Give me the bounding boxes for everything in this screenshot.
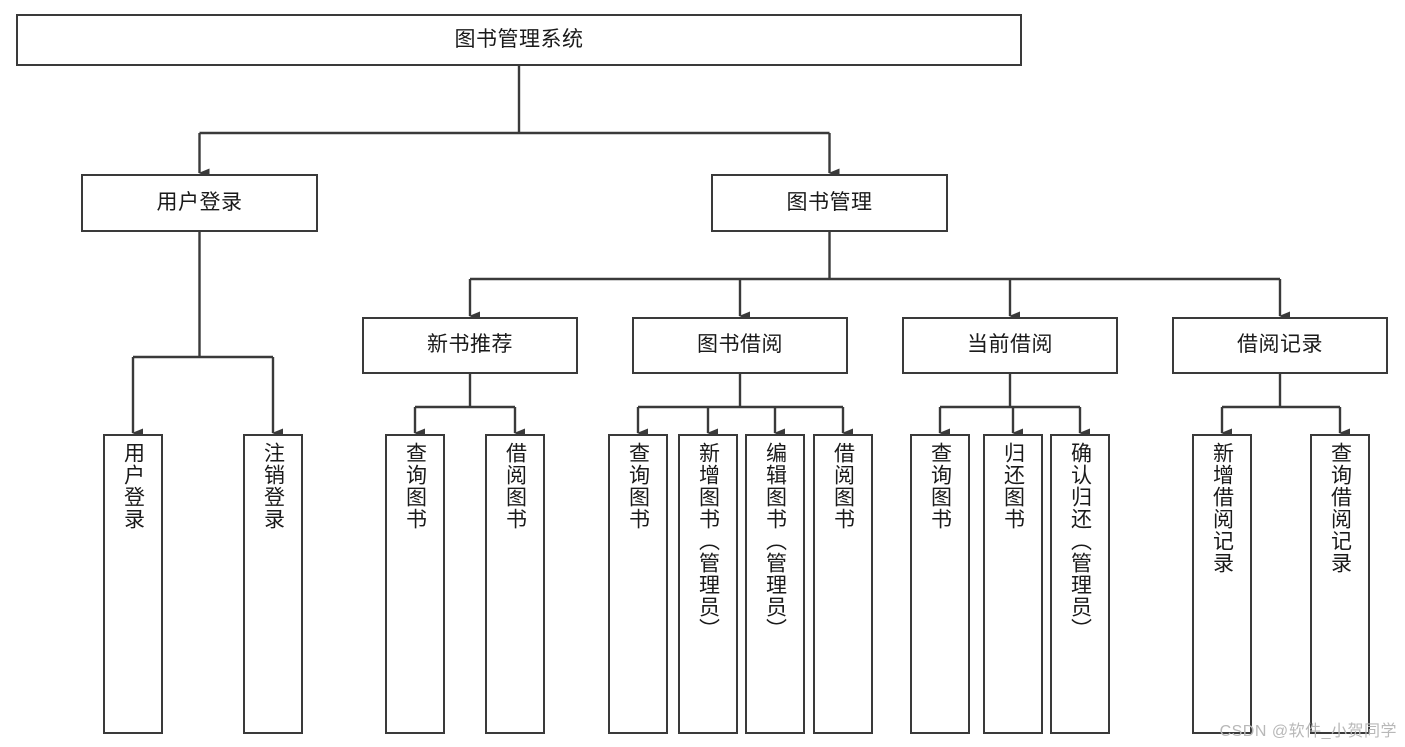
node-label: 图书管理 (786, 190, 873, 214)
node-label: 新增图书（管理员） (696, 442, 720, 640)
node-label: 查询借阅记录 (1328, 442, 1352, 574)
node-leaf-query-borrow-record[interactable]: 查询借阅记录 (1310, 434, 1370, 734)
node-book-manage[interactable]: 图书管理 (711, 174, 948, 232)
node-label: 图书管理系统 (454, 27, 584, 51)
node-label: 查询图书 (403, 442, 427, 530)
node-label: 当前借阅 (967, 333, 1053, 357)
node-leaf-borrow-book-rec[interactable]: 借阅图书 (485, 434, 545, 734)
node-borrow-record[interactable]: 借阅记录 (1172, 317, 1388, 374)
node-root[interactable]: 图书管理系统 (16, 14, 1022, 66)
node-label: 新增借阅记录 (1210, 442, 1234, 574)
node-book-borrow[interactable]: 图书借阅 (632, 317, 848, 374)
node-leaf-edit-book[interactable]: 编辑图书（管理员） (745, 434, 805, 734)
node-label: 查询图书 (626, 442, 650, 530)
edge-group (131, 66, 1350, 438)
node-label: 借阅记录 (1237, 333, 1323, 357)
node-leaf-query-book-rec[interactable]: 查询图书 (385, 434, 445, 734)
watermark-text: CSDN @软件_小贺同学 (1219, 723, 1397, 740)
node-leaf-user-login[interactable]: 用户登录 (103, 434, 163, 734)
node-leaf-user-logout[interactable]: 注销登录 (243, 434, 303, 734)
node-label: 借阅图书 (831, 442, 855, 530)
node-label: 借阅图书 (503, 442, 527, 530)
node-leaf-add-borrow-record[interactable]: 新增借阅记录 (1192, 434, 1252, 734)
node-label: 确认归还（管理员） (1068, 442, 1092, 640)
node-new-book-recommend[interactable]: 新书推荐 (362, 317, 578, 374)
node-label: 编辑图书（管理员） (763, 442, 787, 640)
node-leaf-return-book[interactable]: 归还图书 (983, 434, 1043, 734)
node-label: 注销登录 (261, 442, 285, 530)
node-label: 用户登录 (121, 442, 145, 530)
node-leaf-borrow-book[interactable]: 借阅图书 (813, 434, 873, 734)
node-leaf-query-book-borrow[interactable]: 查询图书 (608, 434, 668, 734)
node-leaf-add-book[interactable]: 新增图书（管理员） (678, 434, 738, 734)
node-user-login[interactable]: 用户登录 (81, 174, 318, 232)
node-label: 用户登录 (156, 190, 243, 214)
node-label: 图书借阅 (697, 333, 783, 357)
node-label: 查询图书 (928, 442, 952, 530)
node-label: 归还图书 (1001, 442, 1025, 530)
node-leaf-confirm-return[interactable]: 确认归还（管理员） (1050, 434, 1110, 734)
node-label: 新书推荐 (427, 333, 513, 357)
node-leaf-query-book-cur[interactable]: 查询图书 (910, 434, 970, 734)
node-current-borrow[interactable]: 当前借阅 (902, 317, 1118, 374)
